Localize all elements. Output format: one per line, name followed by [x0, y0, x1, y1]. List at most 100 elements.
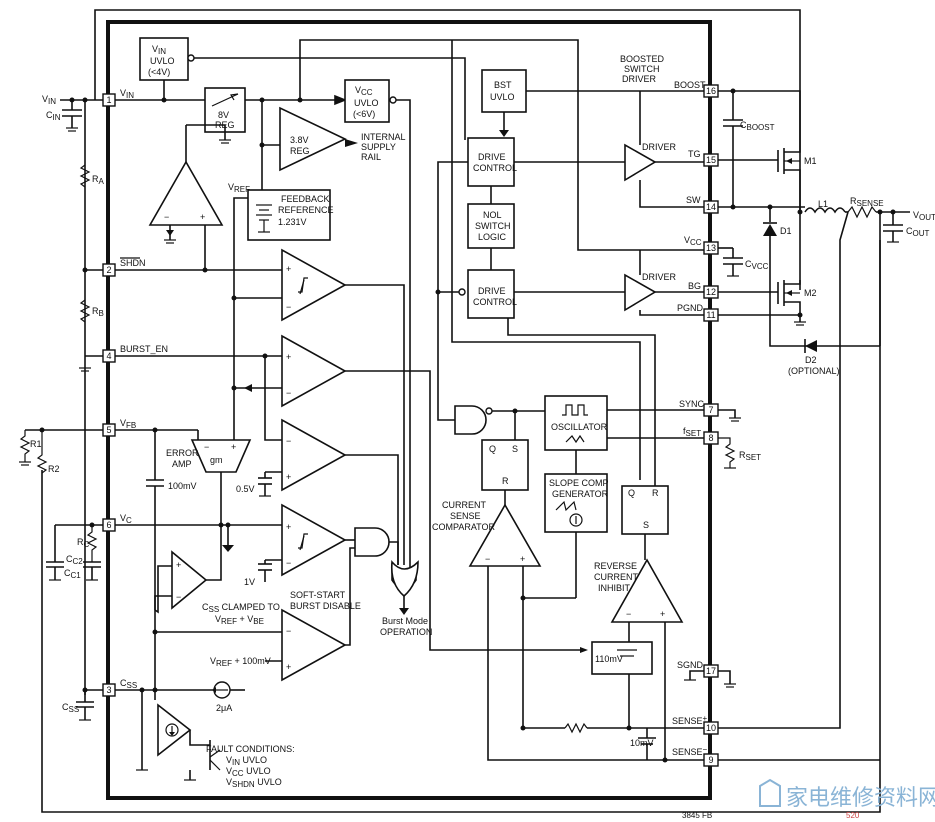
driver-top: DRIVER [624, 91, 704, 208]
svg-text:SLOPE COMP: SLOPE COMP [549, 478, 609, 488]
feedback-reference-block: FEEDBACK REFERENCE 1.231V VREF [228, 182, 334, 241]
svg-text:(<6V): (<6V) [353, 109, 375, 119]
svg-text:−: − [286, 302, 291, 312]
svg-text:14: 14 [706, 202, 716, 212]
vfb-divider: R1 R2 [19, 427, 103, 474]
and-gate-osc [454, 405, 545, 440]
svg-text:COUT: COUT [906, 226, 930, 238]
svg-text:+: + [200, 212, 205, 222]
svg-text:12: 12 [706, 287, 716, 297]
svg-text:R: R [652, 488, 659, 498]
r2-output-wire [41, 240, 881, 813]
svg-text:REFERENCE: REFERENCE [278, 205, 334, 215]
cboost-capacitor: CBOOST [718, 88, 790, 207]
overshoot-comparator: − + 0.5V [236, 418, 399, 565]
svg-text:3: 3 [106, 685, 111, 695]
error-amp-clamp: + − [154, 525, 222, 700]
css-clamp-label-2: VREF + VBE [215, 614, 264, 626]
svg-text:ERROR: ERROR [166, 448, 199, 458]
svg-text:1: 1 [106, 95, 111, 105]
rset-resistor: RSET [718, 437, 761, 469]
svg-text:−: − [286, 436, 291, 446]
svg-text:BG: BG [688, 281, 701, 291]
svg-text:VIN: VIN [42, 94, 56, 106]
svg-text:2μA: 2μA [216, 703, 232, 713]
svg-text:DRIVER: DRIVER [622, 74, 657, 84]
svg-text:1V: 1V [244, 577, 255, 587]
svg-text:+: + [176, 560, 181, 570]
svg-text:INHIBIT: INHIBIT [598, 583, 631, 593]
sr-latch-current: Q S R [481, 439, 529, 505]
svg-text:520: 520 [846, 811, 860, 820]
svg-text:VCC: VCC [684, 235, 702, 247]
svg-text:8V: 8V [218, 110, 229, 120]
error-amp: − + gm ERROR AMP [166, 430, 252, 525]
soft-start-comparator: − + VREF + 100mV [152, 608, 351, 682]
pin-vcc: 13 VCC [684, 235, 719, 255]
svg-text:SWITCH: SWITCH [624, 64, 660, 74]
svg-text:RA: RA [92, 174, 105, 186]
svg-text:R1: R1 [30, 439, 42, 449]
reg-8v-block: 8V REG [204, 87, 246, 144]
svg-text:0.5V: 0.5V [236, 484, 255, 494]
svg-text:11: 11 [706, 310, 715, 320]
svg-text:−: − [286, 626, 291, 636]
svg-text:2: 2 [106, 265, 111, 275]
svg-text:10: 10 [706, 723, 716, 733]
sr-latch-reverse: Q R S [621, 485, 669, 560]
or-gate-burst: Burst Mode OPERATION [380, 560, 432, 637]
l1-inductor: L1 [804, 199, 848, 214]
svg-text:家电维修资料网: 家电维修资料网 [786, 786, 935, 811]
svg-text:CC1: CC1 [64, 568, 81, 580]
pin-fset: 8 fSET [683, 426, 719, 445]
svg-text:SENSE+: SENSE+ [672, 714, 708, 726]
svg-text:SYNC: SYNC [679, 399, 705, 409]
svg-text:CBOOST: CBOOST [740, 120, 775, 132]
svg-text:CIN: CIN [46, 110, 61, 122]
svg-text:VSHDN UVLO: VSHDN UVLO [226, 777, 282, 789]
svg-text:+: + [286, 662, 291, 672]
svg-text:−: − [626, 609, 631, 619]
svg-text:D2: D2 [805, 355, 817, 365]
svg-text:CURRENT: CURRENT [442, 500, 487, 510]
css-capacitor: CSS [62, 687, 103, 721]
svg-text:+: + [286, 352, 291, 362]
svg-text:REVERSE: REVERSE [594, 561, 637, 571]
svg-text:NOL: NOL [483, 210, 502, 220]
svg-text:COMPARATOR: COMPARATOR [432, 522, 496, 532]
vout-node: VOUT COUT [883, 210, 935, 243]
svg-text:16: 16 [706, 86, 716, 96]
reg-3v8-amp: 3.8V REG INTERNAL SUPPLY RAIL [259, 100, 406, 190]
css-discharge [136, 690, 221, 781]
svg-text:RSENSE: RSENSE [850, 196, 884, 208]
svg-text:SGND: SGND [677, 660, 704, 670]
svg-text:+: + [286, 472, 291, 482]
vref-bus [233, 197, 248, 440]
boosted-driver-label: BOOSTED [620, 54, 665, 64]
pin-sw: 14 SW [686, 195, 719, 214]
svg-text:(<4V): (<4V) [148, 67, 170, 77]
svg-text:VIN UVLO: VIN UVLO [226, 755, 267, 767]
svg-text:Q: Q [628, 488, 635, 498]
svg-text:CSS: CSS [62, 702, 79, 714]
svg-text:SENSE−: SENSE− [672, 745, 708, 757]
svg-text:FEEDBACK: FEEDBACK [281, 194, 330, 204]
svg-text:4: 4 [106, 351, 111, 361]
svg-text:+: + [231, 442, 236, 452]
svg-text:CURRENT: CURRENT [594, 572, 639, 582]
fault-conditions-label: FAULT CONDITIONS: VIN UVLO VCC UVLO VSHD… [206, 744, 295, 789]
offset-110mv-block: 110mV [580, 641, 653, 675]
svg-text:8: 8 [708, 433, 713, 443]
svg-text:+: + [520, 554, 525, 564]
pin-tg: 15 TG [688, 149, 719, 167]
svg-text:DRIVER: DRIVER [642, 272, 677, 282]
svg-text:REG: REG [290, 146, 310, 156]
burst-disable-label: BURST DISABLE [290, 601, 361, 611]
svg-text:7: 7 [708, 405, 713, 415]
svg-text:13: 13 [706, 243, 716, 253]
cvcc-capacitor: CVCC [718, 247, 769, 277]
svg-text:+: + [286, 264, 291, 274]
vc-comparator: + − 1V [244, 503, 347, 587]
vcc-uvlo-block: VCC UVLO (<6V) [344, 79, 390, 123]
vin-input: VIN [42, 94, 103, 106]
